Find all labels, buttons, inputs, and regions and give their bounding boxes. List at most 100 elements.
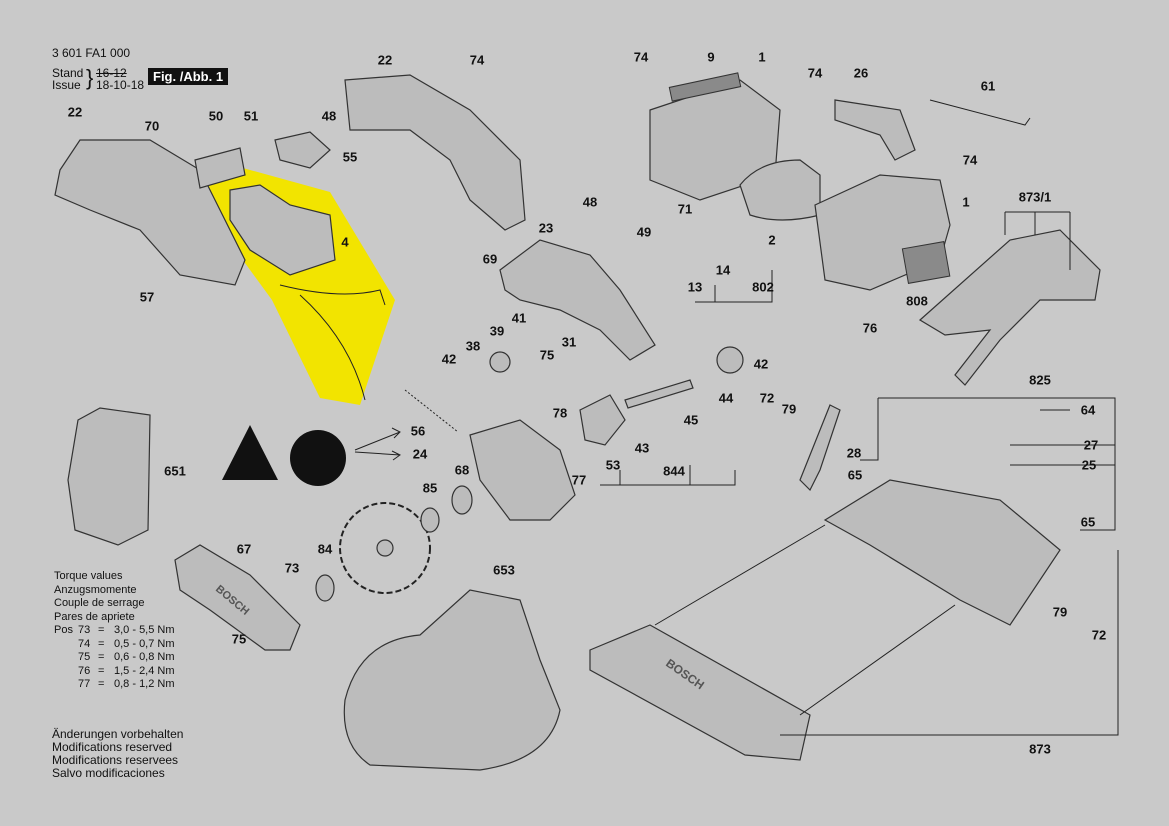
- lower-guard: [469, 419, 576, 521]
- spindle-bearing-53: [579, 394, 626, 446]
- part-callout: 75: [539, 347, 555, 363]
- hex-key: [929, 99, 1031, 126]
- part-callout: 38: [465, 338, 481, 354]
- gear-housing: [499, 239, 656, 361]
- torque-title: Torque values: [54, 570, 123, 582]
- part-callout: 42: [441, 351, 457, 367]
- bracket-26: [834, 99, 916, 161]
- torque-title: Anzugsmomente: [54, 583, 137, 596]
- part-callout: 72: [1091, 627, 1107, 643]
- stand-label: Stand: [52, 66, 84, 80]
- part-callout: 651: [164, 463, 186, 479]
- part-callout: 45: [683, 412, 699, 428]
- part-callout: 67: [236, 541, 252, 557]
- torque-title: Pares de apriete: [54, 610, 135, 623]
- charger-653: [343, 589, 561, 771]
- rip-fence: [589, 624, 811, 761]
- pos-label: Pos: [54, 624, 73, 636]
- issue-label: Issue: [52, 78, 81, 92]
- switch-cable: [279, 284, 386, 401]
- switch-cap: [194, 147, 246, 189]
- gear-39: [489, 351, 511, 373]
- part-callout: 43: [634, 440, 650, 456]
- torque-eq: =: [98, 637, 105, 650]
- part-callout: 31: [561, 334, 577, 350]
- part-callout: 79: [781, 401, 797, 417]
- blade-hub: [376, 539, 394, 557]
- arrows-icon: [354, 427, 401, 461]
- torque-pos: 75: [78, 651, 91, 663]
- part-callout: 57: [139, 289, 155, 305]
- washer-85: [420, 507, 440, 533]
- part-callout: 27: [1083, 437, 1099, 453]
- part-callout: 76: [862, 320, 878, 336]
- torque-eq: =: [98, 651, 105, 663]
- brace: }: [86, 65, 94, 90]
- torque-eq: =: [98, 664, 105, 677]
- torque-pos: 76: [78, 664, 91, 677]
- part-callout: 48: [321, 108, 337, 124]
- part-callout: 873/1: [1018, 189, 1052, 205]
- part-callout: 73: [284, 560, 300, 576]
- guard-67: [174, 544, 301, 651]
- torque-value: 3,0 - 5,5 Nm: [114, 624, 175, 636]
- torque-value: 0,5 - 0,7 Nm: [114, 637, 175, 650]
- part-callout: 74: [469, 52, 485, 68]
- part-callout: 50: [208, 108, 224, 124]
- note: Änderungen vorbehalten: [52, 727, 184, 741]
- part-callout: 65: [847, 467, 863, 483]
- spindle-43: [624, 379, 694, 409]
- note: Modifications reservees: [52, 753, 179, 767]
- part-callout: 39: [489, 323, 505, 339]
- fence-rail-lower: [799, 604, 956, 716]
- part-callout: 42: [753, 356, 769, 372]
- flange-84: [315, 574, 335, 602]
- torque-pos: 73: [78, 624, 91, 636]
- part-callout: 28: [846, 445, 862, 461]
- label-plate-808: [901, 241, 951, 284]
- part-callout: 24: [412, 446, 428, 462]
- upper-guard: [344, 74, 526, 231]
- part-callout: 65: [1080, 514, 1096, 530]
- part-callout: 44: [718, 390, 734, 406]
- switch: [229, 184, 336, 276]
- torque-value: 0,6 - 0,8 Nm: [114, 651, 175, 663]
- part-callout: 64: [1080, 402, 1096, 418]
- part-callout: 13: [687, 279, 703, 295]
- note: Salvo modificaciones: [52, 766, 165, 780]
- label-plate-9: [668, 72, 742, 102]
- part-callout: 825: [1029, 372, 1051, 388]
- part-callout: 74: [962, 152, 978, 168]
- part-callout: 22: [377, 52, 393, 68]
- part-callout: 808: [906, 293, 928, 309]
- part-callout: 49: [636, 224, 652, 240]
- part-callout: 2: [768, 232, 776, 248]
- part-callout: 1: [758, 49, 766, 65]
- part-callout: 70: [144, 118, 160, 134]
- stand-value: 16-12: [96, 66, 127, 80]
- part-callout: 77: [571, 472, 587, 488]
- motor: [739, 159, 821, 221]
- part-callout: 844: [663, 463, 685, 479]
- part-callout: 802: [752, 279, 774, 295]
- part-callout: 84: [317, 541, 333, 557]
- fence-rail-upper: [654, 524, 826, 626]
- torque-eq: =: [98, 678, 105, 690]
- dust-adapter: [918, 229, 1101, 386]
- part-callout: 873: [1029, 741, 1051, 757]
- part-callout: 51: [243, 108, 259, 124]
- spring-56: [404, 389, 459, 433]
- lock-button: [274, 131, 331, 169]
- ring-68: [451, 485, 473, 515]
- riving-knife-28: [799, 404, 841, 492]
- read-manual-icon: [290, 430, 346, 486]
- torque-value: 0,8 - 1,2 Nm: [114, 678, 175, 690]
- torque-pos: 77: [78, 678, 91, 690]
- part-callout: 61: [980, 78, 996, 94]
- part-callout: 653: [493, 562, 515, 578]
- torque-eq: =: [98, 624, 105, 636]
- part-callout: 55: [342, 149, 358, 165]
- part-callout: 56: [410, 423, 426, 439]
- part-callout: 9: [707, 49, 715, 65]
